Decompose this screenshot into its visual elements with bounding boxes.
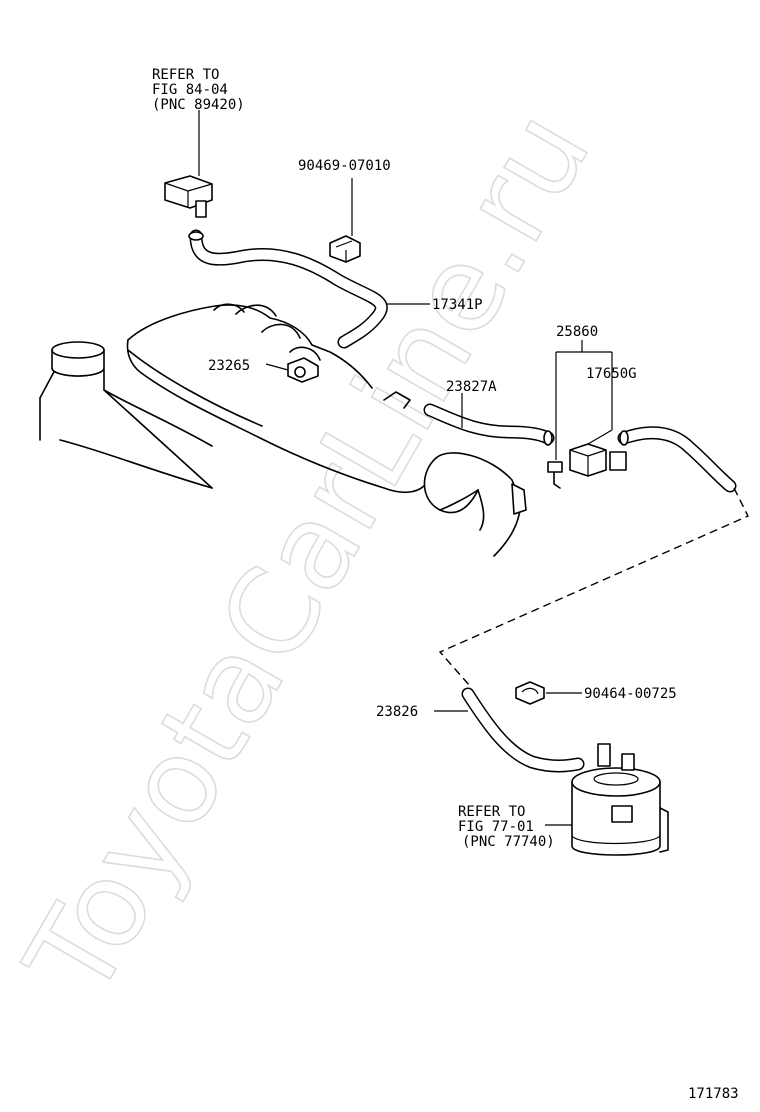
part-label-25860: 25860 <box>556 324 598 340</box>
reference-note-top: REFER TO FIG 84-04 (PNC 89420) <box>152 67 245 113</box>
svg-text:(PNC 89420): (PNC 89420) <box>152 97 245 113</box>
charcoal-canister <box>571 743 669 856</box>
clip-part-top <box>329 178 361 263</box>
hose-23826 <box>461 687 585 773</box>
intake-tube <box>423 452 527 557</box>
valve-23265 <box>287 357 319 383</box>
part-label-23827a: 23827A <box>446 379 497 395</box>
figure-number: 171783 <box>688 1086 739 1102</box>
svg-text:REFER TO: REFER TO <box>152 67 219 83</box>
svg-text:FIG 77-01: FIG 77-01 <box>458 819 534 835</box>
part-label-23265: 23265 <box>208 358 250 374</box>
vacuum-hose-17341p <box>188 229 388 349</box>
connection-dashed-line <box>438 487 749 687</box>
part-label-23826: 23826 <box>376 704 418 720</box>
svg-text:REFER TO: REFER TO <box>458 804 525 820</box>
part-label-17650g: 17650G <box>586 366 637 382</box>
sensor-part <box>164 110 213 218</box>
vsv-assembly <box>547 340 627 489</box>
svg-text:ToyotaCarLine.ru: ToyotaCarLine.ru <box>0 89 617 1020</box>
part-label-17341p: 17341P <box>432 297 483 313</box>
watermark: ToyotaCarLine.ru <box>0 88 617 1021</box>
engine-outline <box>39 303 425 494</box>
clip-part-bottom <box>515 681 545 705</box>
reference-note-bottom: REFER TO FIG 77-01 (PNC 77740) <box>458 804 555 850</box>
svg-text:FIG 84-04: FIG 84-04 <box>152 82 228 98</box>
part-label-90464-00725: 90464-00725 <box>584 686 677 702</box>
svg-text:(PNC 77740): (PNC 77740) <box>462 834 555 850</box>
hose-23827a <box>423 403 555 446</box>
part-label-90469-07010: 90469-07010 <box>298 158 391 174</box>
outlet-hose-right <box>617 426 737 493</box>
radiator-cap <box>51 341 105 377</box>
